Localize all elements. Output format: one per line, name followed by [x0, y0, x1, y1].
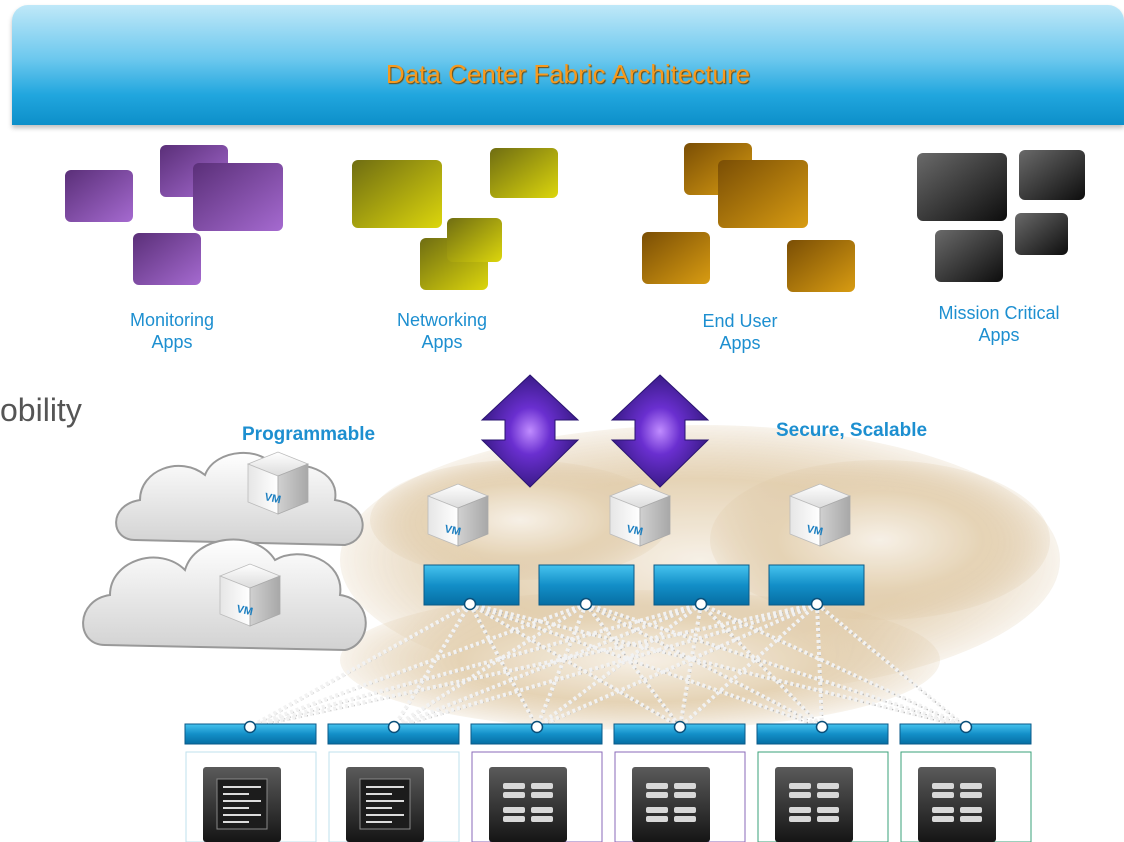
fabric-link [699, 602, 824, 729]
fabric-link [815, 602, 968, 729]
link-endpoint [243, 720, 257, 734]
page-title: Data Center Fabric Architecture [385, 59, 751, 89]
link-endpoint [673, 720, 687, 734]
fabric-link [815, 603, 824, 728]
leaf-switches [184, 723, 1032, 745]
fabric-link [393, 602, 702, 729]
fabric-mesh-links [249, 602, 968, 729]
fabric-link [392, 602, 472, 729]
programmable-label: Programmable [242, 424, 376, 445]
app-label-line: Networking [396, 310, 488, 330]
link-endpoint [694, 597, 708, 611]
bidirectional-arrow-icon [480, 374, 710, 488]
title-banner: Data Center Fabric Architecture [12, 5, 1124, 125]
fabric-link [249, 602, 471, 729]
app-label-line: Apps [151, 332, 193, 352]
fabric-link-shadow [250, 604, 472, 729]
networking-apps-icon [352, 148, 558, 290]
fabric-link [678, 602, 819, 729]
rack-frames [185, 751, 1032, 842]
fabric-link [535, 603, 588, 728]
app-label-line: Apps [719, 333, 761, 353]
link-endpoint [815, 720, 829, 734]
link-endpoint [579, 597, 593, 611]
link-endpoint [810, 597, 824, 611]
monitoring-apps-icon [65, 145, 283, 285]
app-label-line: Mission Critical [938, 303, 1060, 323]
link-endpoint [530, 720, 544, 734]
end-user-apps-label: End User Apps [650, 310, 830, 354]
link-endpoint [959, 720, 973, 734]
fabric-link-shadow [470, 604, 539, 729]
fabric-link [393, 602, 818, 729]
fabric-link [468, 603, 539, 728]
mission-critical-apps-label: Mission Critical Apps [909, 302, 1089, 346]
app-label-line: Monitoring [129, 310, 215, 330]
app-label-line: End User [702, 311, 778, 331]
fabric-link [584, 602, 682, 729]
mission-critical-apps-icon [917, 150, 1085, 282]
servers [202, 766, 996, 842]
fabric-link [249, 602, 818, 729]
fabric-link [535, 602, 703, 729]
fabric-link-shadow [586, 604, 682, 729]
fabric-link [536, 602, 818, 729]
networking-apps-label: Networking Apps [352, 309, 532, 353]
cut-off-heading: obility [0, 392, 82, 428]
fabric-link-shadow [701, 604, 824, 729]
link-endpoint [463, 597, 477, 611]
monitoring-apps-label: Monitoring Apps [82, 309, 262, 353]
link-endpoints [243, 597, 973, 734]
secure-scalable-label: Secure, Scalable [776, 420, 928, 441]
app-label-line: Apps [421, 332, 463, 352]
fabric-link [392, 602, 588, 729]
fabric-link [469, 602, 967, 729]
fabric-link [678, 603, 703, 728]
fabric-link [468, 602, 682, 729]
fabric-link-shadow [470, 604, 682, 729]
fabric-cloud-background [340, 425, 1060, 730]
app-label-line: Apps [978, 325, 1020, 345]
public-cloud-icon [82, 451, 367, 652]
end-user-apps-icon [642, 143, 855, 292]
link-endpoint [387, 720, 401, 734]
